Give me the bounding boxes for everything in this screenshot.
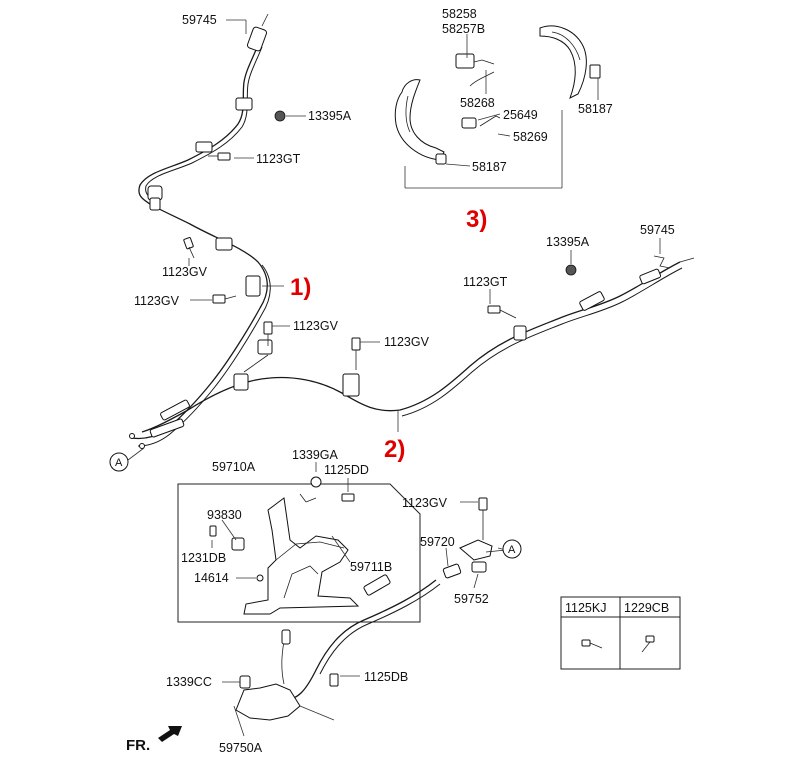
fastener-table: 1125KJ 1229CB xyxy=(560,596,681,670)
label-58257b: 58257B xyxy=(442,22,485,36)
label-59745-right: 59745 xyxy=(640,223,675,237)
table-header-1125kj: 1125KJ xyxy=(565,601,606,615)
table-header-1229cb: 1229CB xyxy=(624,601,669,615)
screw-icon-1125kj xyxy=(581,639,603,649)
label-59710a: 59710A xyxy=(212,460,256,474)
label-1123gv-b: 1123GV xyxy=(134,294,180,308)
front-cable-assembly xyxy=(233,579,441,737)
cable-2-assembly xyxy=(141,255,695,433)
label-93830: 93830 xyxy=(207,508,242,522)
callout-1: 1) xyxy=(290,274,311,301)
label-1123gv-a: 1123GV xyxy=(162,265,208,279)
label-14614: 14614 xyxy=(194,571,229,585)
label-59750a: 59750A xyxy=(219,741,263,755)
label-58258: 58258 xyxy=(442,7,477,21)
label-1125dd: 1125DD xyxy=(324,463,369,477)
front-direction-indicator: FR. xyxy=(126,726,182,754)
label-58269: 58269 xyxy=(513,130,548,144)
label-1339cc: 1339CC xyxy=(166,675,212,689)
label-59720: 59720 xyxy=(420,535,455,549)
brake-shoe-assembly xyxy=(394,25,601,189)
label-1231db: 1231DB xyxy=(181,551,226,565)
leader-lines xyxy=(127,19,661,683)
equalizer-assembly xyxy=(442,497,507,579)
label-13395a-right: 13395A xyxy=(546,235,590,249)
callout-3: 3) xyxy=(466,206,487,233)
label-1123gv-d: 1123GV xyxy=(384,335,430,349)
label-58187-left: 58187 xyxy=(472,160,507,174)
ref-a-right: A xyxy=(508,544,516,556)
screw-icon-1229cb xyxy=(641,635,655,653)
label-58268: 58268 xyxy=(460,96,495,110)
label-59745-top: 59745 xyxy=(182,13,217,27)
front-direction-label: FR. xyxy=(126,737,150,754)
label-1339ga: 1339GA xyxy=(292,448,339,462)
ref-a-left: A xyxy=(115,457,123,469)
front-direction-arrow-icon xyxy=(158,726,182,742)
reference-markers: A A xyxy=(109,452,522,559)
label-1123gt-right: 1123GT xyxy=(463,275,508,289)
lever-assembly-box xyxy=(177,476,421,623)
label-1123gv-e: 1123GV xyxy=(402,496,448,510)
callout-2: 2) xyxy=(384,436,405,463)
label-1123gv-c: 1123GV xyxy=(293,319,339,333)
cable-1-assembly xyxy=(129,13,286,449)
label-59752: 59752 xyxy=(454,592,489,606)
label-59711b: 59711B xyxy=(350,560,392,574)
part-labels: 59745 13395A 1123GT 1123GV 1123GV 1123GV… xyxy=(134,7,675,755)
label-58187-right: 58187 xyxy=(578,102,613,116)
label-1123gt-top: 1123GT xyxy=(256,152,301,166)
label-13395a-top: 13395A xyxy=(308,109,352,123)
label-1125db: 1125DB xyxy=(364,670,408,684)
group-callouts: 1) 2) 3) xyxy=(290,206,487,463)
label-25649: 25649 xyxy=(503,108,538,122)
